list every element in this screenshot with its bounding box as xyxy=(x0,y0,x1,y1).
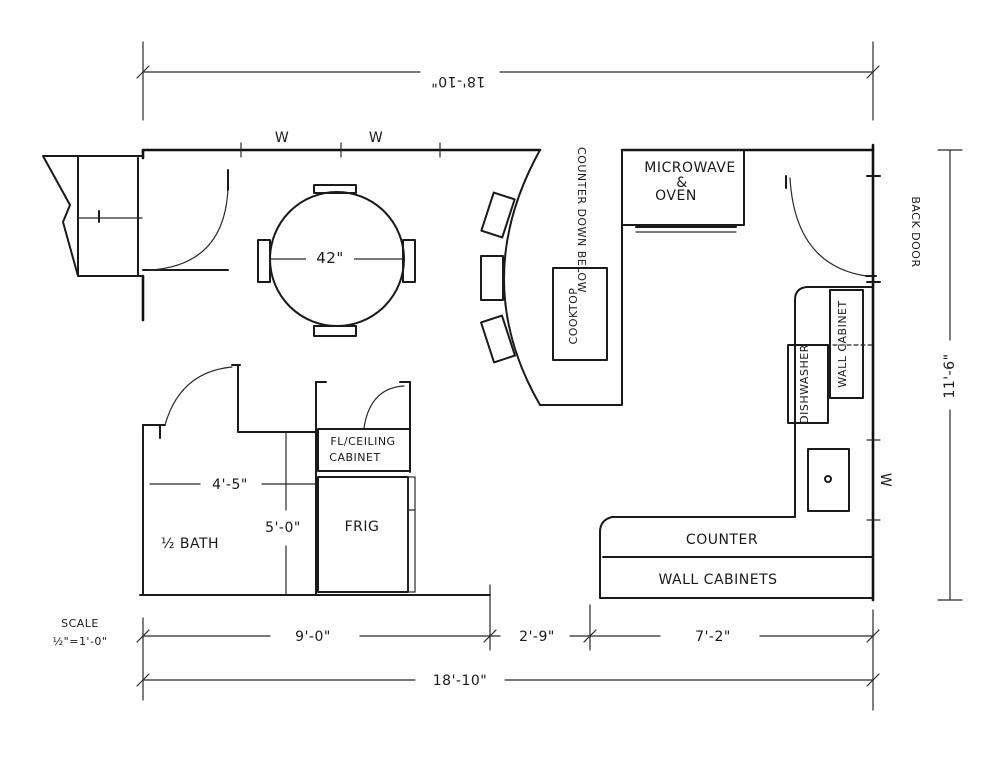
table-size-label: 42" xyxy=(316,249,344,267)
exterior-walls xyxy=(139,143,875,602)
window-mark-1: W xyxy=(275,130,289,146)
half-bath-label: ½ BATH xyxy=(161,536,219,552)
top-dimension-label: 18'-10" xyxy=(431,73,485,89)
bottom-right-dimension: 7'-2" xyxy=(695,629,731,645)
dining-table: 42" xyxy=(257,184,416,337)
top-dimension: 18'-10" xyxy=(136,41,880,121)
sink-drain xyxy=(824,475,832,483)
entry-door-swing xyxy=(142,169,229,271)
bar-stool-2 xyxy=(480,255,504,301)
scale-title: SCALE xyxy=(61,617,99,630)
entry-stair xyxy=(42,155,144,277)
chair-bottom xyxy=(313,325,357,337)
microwave-label: MICROWAVE xyxy=(644,160,735,176)
counter-label: COUNTER xyxy=(686,532,758,548)
bottom-left-dimension: 9'-0" xyxy=(295,629,331,645)
window-mark-2: W xyxy=(369,130,383,146)
cooktop xyxy=(552,267,608,361)
kitchen-island: COOKTOP COUNTER DOWN BELOW xyxy=(480,147,623,406)
frig-label: FRIG xyxy=(345,519,380,535)
wall-cabinet-upper xyxy=(829,289,864,399)
microwave-oven-unit: MICROWAVE & OVEN xyxy=(621,149,745,233)
l-shaped-counter: WALL CABINET DISHWASHER COUNTER WALL CAB… xyxy=(599,286,874,599)
wall-cabinets-label: WALL CABINETS xyxy=(658,572,777,588)
fl-ceiling-label-2: CABINET xyxy=(329,451,380,464)
scale-note: SCALE ½"=1'-0" xyxy=(53,617,108,648)
counter-below-label: COUNTER DOWN BELOW xyxy=(575,147,588,293)
right-dimension: 11'-6" xyxy=(937,149,963,601)
bottom-dimensions: 9'-0" 2'-9" 7'-2" 18'-10" xyxy=(136,584,880,711)
bottom-overall-dimension: 18'-10" xyxy=(433,673,487,689)
right-wall-window: W xyxy=(866,439,893,521)
bar-stool-1 xyxy=(480,191,516,239)
sink xyxy=(807,448,850,512)
back-door: BACK DOOR xyxy=(785,175,922,283)
pantry-frig-block: FL/CEILING CABINET FRIG xyxy=(315,381,416,596)
bath-width-label: 4'-5" xyxy=(212,477,248,493)
back-door-label: BACK DOOR xyxy=(909,196,922,267)
scale-value: ½"=1'-0" xyxy=(53,635,108,648)
right-dimension-label: 11'-6" xyxy=(942,353,958,398)
bar-stool-3 xyxy=(480,314,516,364)
cooktop-label: COOKTOP xyxy=(567,288,580,345)
dishwasher xyxy=(787,344,829,424)
chair-right xyxy=(402,239,416,283)
fl-ceiling-cabinet xyxy=(317,428,411,472)
microwave-amp: & xyxy=(676,175,687,191)
oven-label: OVEN xyxy=(655,188,697,204)
window-mark-3: W xyxy=(877,473,893,487)
window-ticks: W W xyxy=(240,130,441,158)
wall-cabinet-label: WALL CABINET xyxy=(836,300,849,387)
fl-ceiling-label: FL/CEILING xyxy=(330,435,395,448)
half-bath: 4'-5" 5'-0" ½ BATH xyxy=(142,364,317,596)
chair-left xyxy=(257,239,271,283)
dishwasher-label: DISHWASHER xyxy=(798,344,811,424)
bath-depth-label: 5'-0" xyxy=(265,520,301,536)
chair-top xyxy=(313,184,357,194)
bottom-middle-dimension: 2'-9" xyxy=(519,629,555,645)
